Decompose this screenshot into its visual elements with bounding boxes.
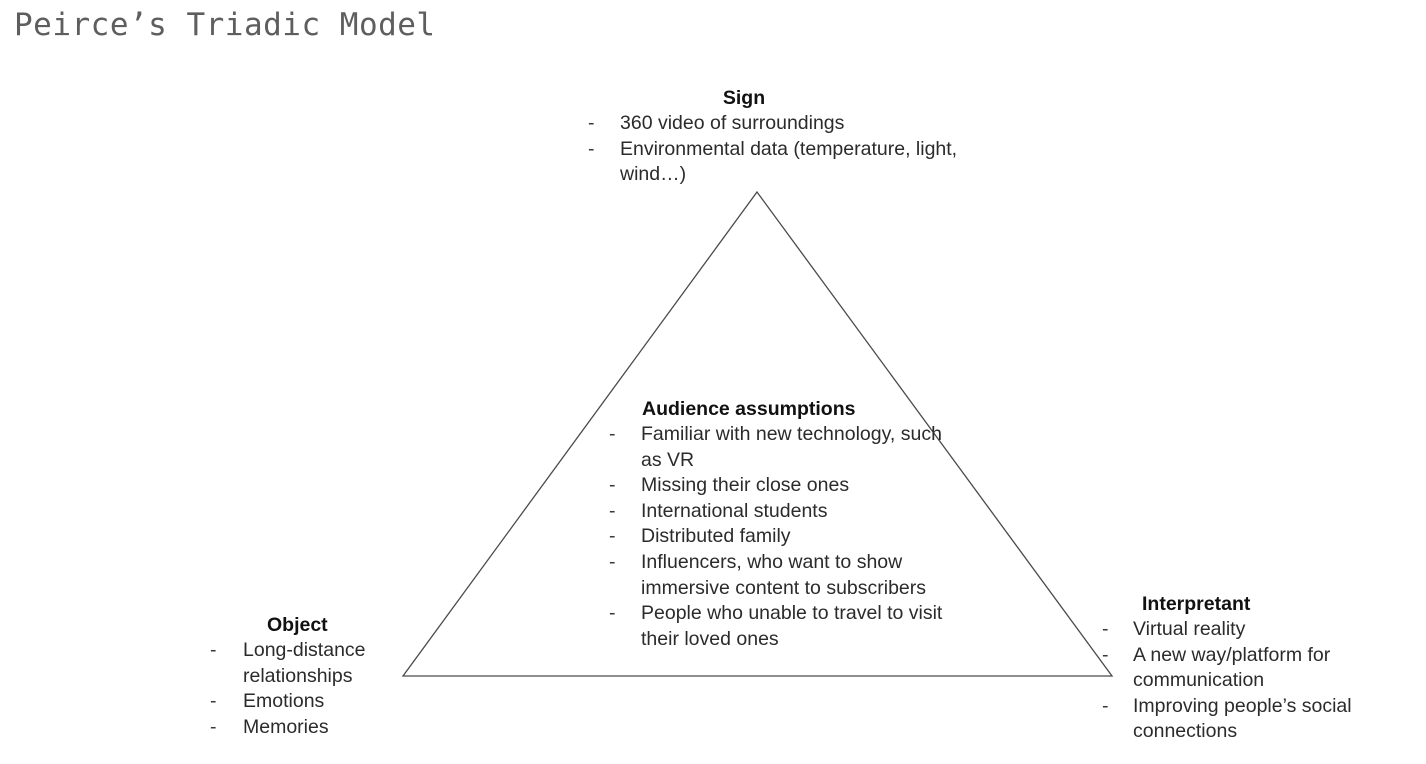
bullet-dash-icon: - <box>588 137 595 160</box>
bullet-dash-icon: - <box>609 423 616 445</box>
node-object-list: - Long-distance relationships - Emotions… <box>210 638 440 740</box>
bullet-dash-icon: - <box>609 499 616 522</box>
bullet-dash-icon: - <box>609 525 616 548</box>
node-sign-list: - 360 video of surroundings - Environmen… <box>588 111 988 188</box>
list-item: - Memories <box>210 715 440 741</box>
bullet-dash-icon: - <box>1102 618 1109 640</box>
list-item: - Missing their close ones <box>609 473 949 499</box>
list-item-text: People who unable to travel to visit the… <box>641 602 943 650</box>
list-item: - Distributed family <box>609 524 949 550</box>
list-item: - Influencers, who want to show immersiv… <box>609 550 949 601</box>
node-audience-assumptions: Audience assumptions - Familiar with new… <box>609 397 949 652</box>
list-item-text: Virtual reality <box>1133 618 1246 640</box>
list-item: - 360 video of surroundings <box>588 111 988 137</box>
node-audience-heading: Audience assumptions <box>642 398 856 420</box>
list-item: - A new way/platform for communication <box>1102 643 1362 694</box>
list-item-text: 360 video of surroundings <box>620 112 845 134</box>
list-item-text: Distributed family <box>641 525 791 548</box>
list-item: - Familiar with new technology, such as … <box>609 422 949 473</box>
list-item-text: Long-distance relationships <box>243 639 366 687</box>
list-item-text: Missing their close ones <box>641 474 850 497</box>
page-title: Peirce’s Triadic Model <box>14 7 436 43</box>
list-item: - Emotions <box>210 689 440 715</box>
bullet-dash-icon: - <box>210 690 217 713</box>
list-item-text: Environmental data (temperature, light, … <box>620 137 958 186</box>
list-item: - Environmental data (temperature, light… <box>588 137 988 188</box>
node-interpretant-heading: Interpretant <box>1142 593 1251 615</box>
bullet-dash-icon: - <box>609 550 616 573</box>
list-item-text: Familiar with new technology, such as VR <box>641 423 942 471</box>
list-item-text: Influencers, who want to show immersive … <box>641 550 927 599</box>
list-item: - Long-distance relationships <box>210 638 440 689</box>
node-sign: Sign - 360 video of surroundings - Envir… <box>588 86 988 188</box>
bullet-dash-icon: - <box>1102 694 1109 717</box>
list-item: - Improving people’s social connections <box>1102 694 1362 745</box>
list-item-text: Emotions <box>243 690 325 713</box>
bullet-dash-icon: - <box>1102 643 1109 666</box>
node-object-heading: Object <box>267 614 328 636</box>
node-object: Object - Long-distance relationships - E… <box>210 613 440 740</box>
bullet-dash-icon: - <box>210 639 217 661</box>
list-item-text: Improving people’s social connections <box>1133 694 1352 743</box>
list-item: - International students <box>609 499 949 525</box>
list-item-text: International students <box>641 499 828 522</box>
list-item: - People who unable to travel to visit t… <box>609 601 949 652</box>
bullet-dash-icon: - <box>210 715 217 738</box>
list-item-text: A new way/platform for communication <box>1133 643 1331 692</box>
bullet-dash-icon: - <box>588 112 595 134</box>
node-audience-list: - Familiar with new technology, such as … <box>609 422 949 652</box>
node-interpretant-list: - Virtual reality - A new way/platform f… <box>1102 617 1362 745</box>
bullet-dash-icon: - <box>609 474 616 497</box>
bullet-dash-icon: - <box>609 602 616 625</box>
list-item: - Virtual reality <box>1102 617 1362 643</box>
node-sign-heading: Sign <box>722 87 766 109</box>
node-interpretant: Interpretant - Virtual reality - A new w… <box>1102 592 1362 745</box>
list-item-text: Memories <box>243 715 329 738</box>
